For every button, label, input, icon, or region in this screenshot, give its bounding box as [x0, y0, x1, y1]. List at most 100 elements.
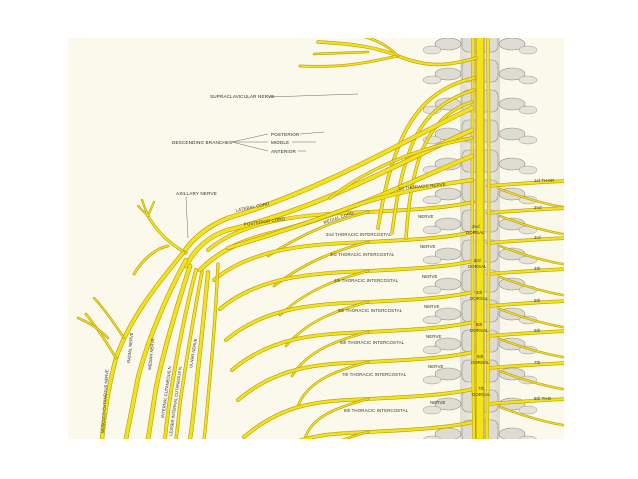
cutaneous-twig: [77, 317, 109, 339]
right-side-label: 1st THOR: [534, 178, 554, 183]
rib-head: [422, 375, 442, 385]
intercostal-branch: [267, 211, 369, 257]
transverse-process: [498, 127, 526, 141]
right-nerve-branch: [499, 370, 564, 390]
radial-nerve: [124, 258, 188, 439]
ulnar-branch: [203, 263, 219, 439]
transverse-process: [434, 247, 462, 261]
right-side-label: 2nd: [534, 205, 542, 210]
transverse-process: [434, 217, 462, 231]
vertebra-number: 4th: [476, 290, 483, 295]
intercostal-branch: [304, 398, 369, 439]
axillary-label: AXILLARY NERVE: [176, 191, 217, 196]
transverse-process: [434, 397, 462, 411]
rib-head: [519, 435, 537, 439]
right-side-label: 7th: [534, 360, 541, 365]
axillary-branch: [133, 245, 169, 275]
supraclavicular-descending: [404, 100, 474, 240]
right-nerve-branch: [499, 406, 564, 426]
right-side-label: 6th: [534, 328, 541, 333]
rib-head: [422, 225, 442, 235]
cervical-branch: [365, 38, 399, 57]
right-nerve: [486, 267, 564, 276]
intercostal-branch: [342, 431, 369, 439]
supraclavicular-label: SUPRACLAVICULAR NERVE: [210, 94, 275, 99]
intercostal-label: 6th THORACIC INTERCOSTAL: [340, 340, 405, 345]
lesser-internal-cutaneous-nerve: [174, 270, 204, 439]
transverse-process: [434, 67, 462, 81]
rib-head: [422, 255, 442, 265]
intercostal-label: 4th THORACIC INTERCOSTAL: [334, 278, 399, 283]
nerve-tag: NERVE: [430, 400, 446, 405]
nerve-tag: NERVE: [428, 364, 444, 369]
right-nerve: [486, 236, 564, 245]
transverse-process: [498, 97, 526, 111]
cutaneous-twig: [85, 313, 117, 359]
right-nerve: [486, 329, 564, 338]
dorsal-label: DORSAL: [472, 392, 491, 397]
rib-head: [422, 285, 442, 295]
posterior-cord: [184, 128, 474, 268]
rib-head: [423, 435, 441, 439]
transverse-process: [434, 38, 462, 51]
intercostal-label: 8th THORACIC INTERCOSTAL: [344, 408, 409, 413]
right-nerve: [486, 361, 564, 370]
rib-head: [518, 405, 538, 415]
right-nerve-branch: [499, 338, 564, 358]
right-nerve-branch: [499, 276, 564, 296]
nerve-tag: NERVE: [422, 274, 438, 279]
rib-head: [518, 135, 538, 145]
rib-head: [422, 75, 442, 85]
dorsal-label: DORSAL: [470, 296, 489, 301]
vertebra-number: 3rd: [474, 258, 481, 263]
internal-cutaneous-nerve: [163, 268, 198, 439]
rib-head: [422, 345, 442, 355]
nerve-tag: NERVE: [424, 304, 440, 309]
vertebra-number: 2nd: [472, 224, 480, 229]
transverse-process: [434, 187, 462, 201]
posterior-label: POSTERIOR: [271, 132, 300, 137]
transverse-process: [434, 307, 462, 321]
musculocutaneous-label: MUSCULO-CUTANEOUS NERVE: [100, 369, 109, 433]
right-nerve: [486, 206, 564, 215]
nerve-tags: NERVE NERVE NERVE NERVE NERVE NERVE NERVE: [418, 214, 446, 405]
rib-head: [518, 75, 538, 85]
nerve-tag: NERVE: [420, 244, 436, 249]
spinal-cord: [470, 38, 491, 439]
rib-head: [422, 45, 442, 55]
nerve-tag: NERVE: [426, 334, 442, 339]
posterior-cord-label: POSTERIOR CORD: [243, 216, 285, 227]
transverse-process: [434, 277, 462, 291]
median-label: MEDIAN NERVE: [147, 338, 155, 370]
intercostal-labels: 2nd THORACIC INTERCOSTAL 3rd THORACIC INT…: [326, 232, 409, 413]
right-side-label: 3rd: [534, 235, 541, 240]
axillary-branch-outline: [132, 244, 170, 276]
transverse-processes: [422, 38, 538, 439]
right-nerve-branch: [499, 245, 564, 265]
transverse-process: [498, 277, 526, 291]
vertebra-number: 7th: [478, 386, 485, 391]
axillary-nerve: [147, 215, 187, 254]
dorsal-label: DORSAL: [466, 230, 485, 235]
cutaneous-twig: [93, 297, 125, 339]
dorsal-label: DORSAL: [471, 360, 490, 365]
brachial-plexus: [76, 38, 478, 439]
lateral-cord: [181, 106, 474, 255]
cervical-branch: [299, 55, 399, 68]
transverse-process: [498, 157, 526, 171]
ulnar-label: ULNAR NERVE: [188, 338, 198, 368]
rib-head: [422, 195, 442, 205]
rib-head: [518, 45, 538, 55]
right-intercostal-nerves: [486, 179, 564, 427]
nerve-tag: NERVE: [418, 214, 434, 219]
intercostal-label: 5th THORACIC INTERCOSTAL: [338, 308, 403, 313]
rib-head: [518, 105, 538, 115]
first-thoracic: [226, 178, 474, 250]
median-nerve: [146, 264, 192, 439]
transverse-process: [498, 427, 526, 439]
intercostal-label: 2nd THORACIC INTERCOSTAL: [326, 232, 392, 237]
intercostal-label: 3rd THORACIC INTERCOSTAL: [330, 252, 395, 257]
right-nerve: [486, 397, 564, 406]
right-nerve-branch: [499, 308, 564, 328]
